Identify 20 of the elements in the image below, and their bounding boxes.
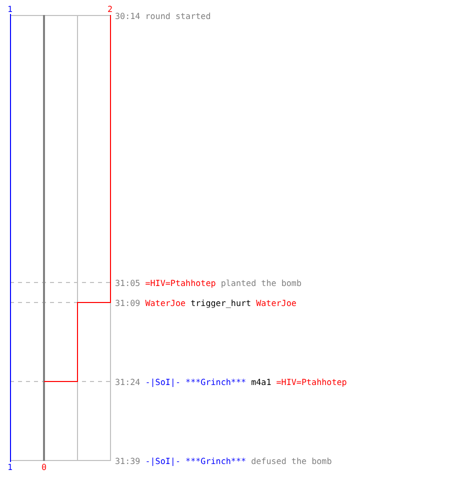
player-name: WaterJoe: [145, 298, 186, 308]
player-name: =HIV=Ptahhotep: [276, 377, 347, 387]
timestamp: 31:39: [115, 456, 140, 466]
axis-value-label: 0: [41, 462, 47, 472]
event-text: defused the bomb: [251, 456, 332, 466]
axis-value-label: 1: [7, 4, 13, 14]
weapon-name: m4a1: [251, 377, 272, 387]
kill-cause: trigger_hurt: [190, 298, 252, 308]
axis-value-label: 1: [7, 462, 13, 472]
timestamp: 31:09: [115, 298, 140, 308]
timestamp: 30:14: [115, 11, 140, 21]
event-text: round started: [145, 11, 211, 21]
event-text: planted the bomb: [220, 278, 302, 288]
timestamp: 31:24: [115, 377, 140, 387]
player-name: =HIV=Ptahhotep: [145, 278, 216, 288]
player-name: WaterJoe: [256, 298, 296, 308]
player-name: -|SoI|- ***Grinch***: [145, 456, 246, 466]
timestamp: 31:05: [115, 278, 140, 288]
axis-value-label: 2: [107, 4, 113, 14]
player-name: -|SoI|- ***Grinch***: [145, 377, 246, 387]
